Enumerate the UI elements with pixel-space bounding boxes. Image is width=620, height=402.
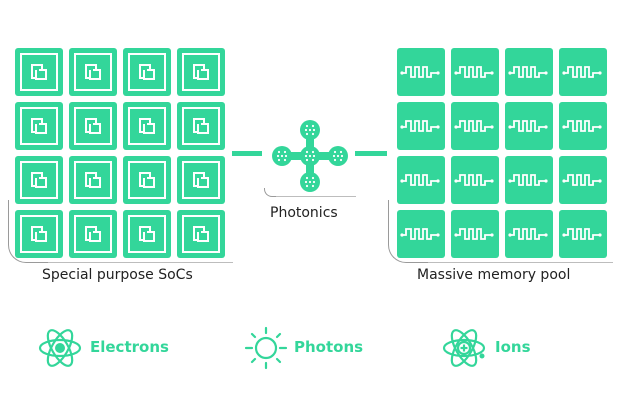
soc-tile — [123, 210, 171, 258]
square-wave-icon — [400, 228, 440, 240]
soc-tile — [123, 102, 171, 150]
legend-electrons: Electrons — [90, 338, 169, 356]
square-wave-icon — [562, 66, 602, 78]
soc-tile — [177, 102, 225, 150]
soc-tile — [15, 156, 63, 204]
interlocked-squares-icon — [128, 161, 166, 199]
atom-icon — [38, 329, 82, 367]
square-wave-icon — [508, 66, 548, 78]
soc-tile — [69, 48, 117, 96]
memory-grid — [397, 48, 607, 258]
square-wave-icon — [562, 120, 602, 132]
square-wave-icon — [508, 174, 548, 186]
memory-tile — [505, 102, 553, 150]
left-connector — [232, 151, 262, 156]
square-wave-icon — [454, 174, 494, 186]
photonics-label: Photonics — [270, 205, 338, 221]
memory-tile — [451, 102, 499, 150]
photonics-bracket-line — [276, 196, 356, 197]
soc-tile — [177, 210, 225, 258]
interlocked-squares-icon — [182, 53, 220, 91]
memory-tile — [397, 102, 445, 150]
square-wave-icon — [562, 228, 602, 240]
soc-tile — [15, 48, 63, 96]
soc-tile — [177, 156, 225, 204]
interlocked-squares-icon — [128, 107, 166, 145]
interlocked-squares-icon — [182, 161, 220, 199]
memory-bracket — [388, 200, 429, 263]
memory-tile — [559, 48, 607, 96]
square-wave-icon — [400, 120, 440, 132]
memory-tile — [397, 48, 445, 96]
memory-tile — [559, 156, 607, 204]
interlocked-squares-icon — [20, 161, 58, 199]
interlocked-squares-icon — [74, 215, 112, 253]
square-wave-icon — [562, 174, 602, 186]
legend-ions: Ions — [495, 338, 531, 356]
soc-label: Special purpose SoCs — [42, 267, 193, 283]
legend-photons: Photons — [294, 338, 364, 356]
square-wave-icon — [400, 66, 440, 78]
soc-bracket — [8, 200, 49, 263]
interlocked-squares-icon — [128, 215, 166, 253]
interlocked-squares-icon — [20, 107, 58, 145]
soc-tile — [69, 210, 117, 258]
memory-tile — [505, 156, 553, 204]
square-wave-icon — [454, 228, 494, 240]
interlocked-squares-icon — [20, 53, 58, 91]
memory-tile — [559, 210, 607, 258]
soc-tile — [123, 156, 171, 204]
soc-tile — [123, 48, 171, 96]
memory-tile — [505, 48, 553, 96]
soc-grid — [15, 48, 225, 258]
memory-tile — [559, 102, 607, 150]
memory-tile — [397, 156, 445, 204]
sun-icon — [244, 326, 288, 370]
interlocked-squares-icon — [74, 161, 112, 199]
soc-bracket-line — [48, 262, 233, 263]
square-wave-icon — [508, 120, 548, 132]
memory-label: Massive memory pool — [417, 267, 571, 283]
right-connector — [355, 151, 387, 156]
square-wave-icon — [508, 228, 548, 240]
square-wave-icon — [454, 120, 494, 132]
memory-tile — [451, 210, 499, 258]
square-wave-icon — [454, 66, 494, 78]
memory-tile — [505, 210, 553, 258]
memory-bracket-line — [428, 262, 613, 263]
photonics-bracket — [264, 188, 277, 197]
interlocked-squares-icon — [74, 53, 112, 91]
soc-tile — [69, 156, 117, 204]
interlocked-squares-icon — [74, 107, 112, 145]
soc-tile — [69, 102, 117, 150]
interlocked-squares-icon — [182, 215, 220, 253]
interlocked-squares-icon — [128, 53, 166, 91]
atom-plus-icon — [442, 329, 486, 367]
memory-tile — [451, 156, 499, 204]
interlocked-squares-icon — [182, 107, 220, 145]
soc-tile — [177, 48, 225, 96]
photonic-cross-icon — [272, 120, 348, 192]
square-wave-icon — [400, 174, 440, 186]
memory-tile — [451, 48, 499, 96]
soc-tile — [15, 102, 63, 150]
